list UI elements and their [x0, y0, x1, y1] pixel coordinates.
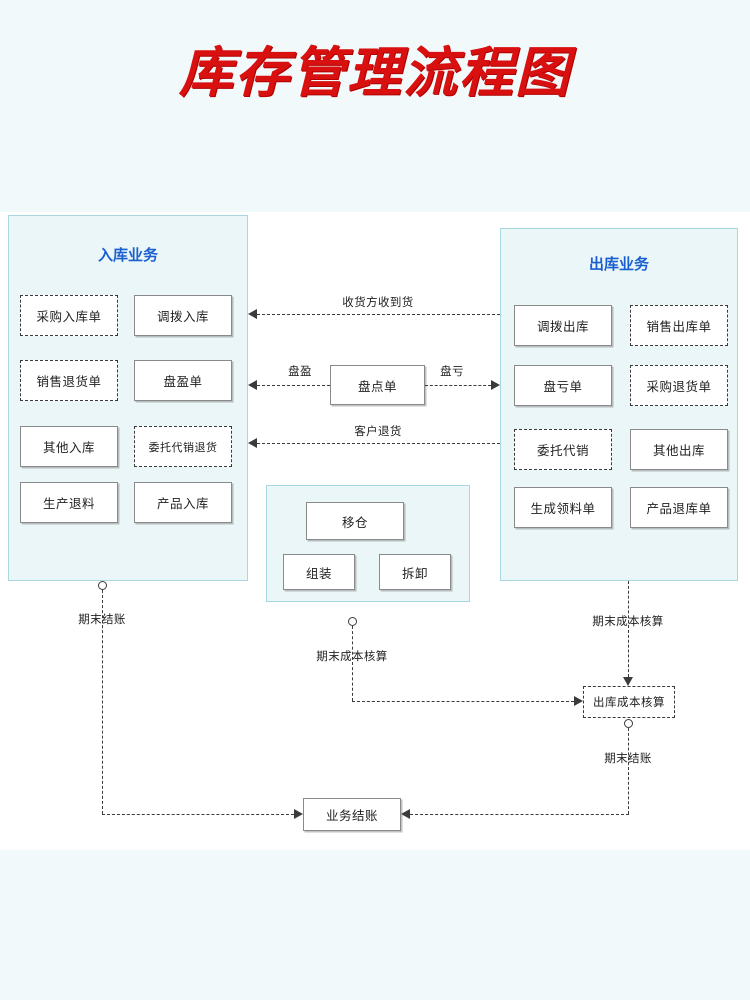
node-sales-issue[interactable]: 销售出库单 — [630, 305, 728, 346]
node-product-in[interactable]: 产品入库 — [134, 482, 232, 523]
node-purchase-receipt[interactable]: 采购入库单 — [20, 295, 118, 336]
edge-outbound-cost-vertical — [628, 581, 629, 677]
node-product-return[interactable]: 产品退库单 — [630, 487, 728, 528]
edge-customer-return-arrow — [248, 438, 257, 448]
node-other-in[interactable]: 其他入库 — [20, 426, 118, 467]
node-picking-list[interactable]: 生成领料单 — [514, 487, 612, 528]
edge-customer-return — [257, 443, 500, 444]
edge-outbound-close-arrow — [401, 809, 410, 819]
node-consignment-return[interactable]: 委托代销退货 — [134, 426, 232, 467]
node-stocktake[interactable]: 盘点单 — [330, 365, 425, 405]
connector-dot-inbound — [98, 581, 107, 590]
edge-outbound-close-vertical — [628, 728, 629, 814]
edge-label-period-close-right: 期末结账 — [604, 753, 652, 765]
edge-transfer-cost-arrow — [574, 696, 583, 706]
panel-outbound-title: 出库业务 — [588, 256, 649, 273]
node-assemble[interactable]: 组装 — [283, 554, 355, 590]
edge-transfer-cost-horizontal — [352, 701, 574, 702]
node-disassemble[interactable]: 拆卸 — [379, 554, 451, 590]
connector-dot-transfer — [348, 617, 357, 626]
node-stock-gain[interactable]: 盘盈单 — [134, 360, 232, 401]
node-consignment[interactable]: 委托代销 — [514, 429, 612, 470]
edge-label-gain: 盘盈 — [288, 366, 312, 378]
node-move-warehouse[interactable]: 移仓 — [306, 502, 404, 540]
edge-label-customer-return: 客户退货 — [354, 426, 402, 438]
edge-receiver-received — [257, 314, 500, 315]
node-outbound-cost-accounting[interactable]: 出库成本核算 — [583, 686, 675, 718]
connector-dot-outbound-cost — [624, 719, 633, 728]
edge-transfer-cost-vertical — [352, 626, 353, 701]
panel-inbound-title: 入库业务 — [97, 247, 158, 264]
node-stock-loss[interactable]: 盘亏单 — [514, 365, 612, 406]
page-title: 库存管理流程图 — [179, 43, 571, 103]
edge-stock-gain-arrow — [248, 380, 257, 390]
edge-outbound-close-horizontal — [410, 814, 629, 815]
node-business-closing[interactable]: 业务结账 — [303, 798, 401, 831]
edge-stock-loss — [425, 385, 491, 386]
edge-label-period-close-left: 期末结账 — [78, 614, 126, 626]
edge-inbound-close-arrow — [294, 809, 303, 819]
edge-label-period-cost-center: 期末成本核算 — [316, 651, 388, 663]
edge-stock-loss-arrow — [491, 380, 500, 390]
node-other-out[interactable]: 其他出库 — [630, 429, 728, 470]
node-transfer-out[interactable]: 调拨出库 — [514, 305, 612, 346]
edge-receiver-received-arrow — [248, 309, 257, 319]
edge-label-receiver-received: 收货方收到货 — [342, 297, 414, 309]
node-transfer-in[interactable]: 调拨入库 — [134, 295, 232, 336]
edge-label-loss: 盘亏 — [440, 366, 464, 378]
edge-outbound-cost-arrow — [623, 677, 633, 686]
edge-inbound-close-horizontal — [102, 814, 294, 815]
edge-stock-gain — [257, 385, 330, 386]
edge-label-period-cost-right: 期末成本核算 — [592, 616, 664, 628]
node-production-return[interactable]: 生产退料 — [20, 482, 118, 523]
node-sales-return[interactable]: 销售退货单 — [20, 360, 118, 401]
edge-inbound-close-vertical — [102, 590, 103, 814]
node-purchase-return[interactable]: 采购退货单 — [630, 365, 728, 406]
